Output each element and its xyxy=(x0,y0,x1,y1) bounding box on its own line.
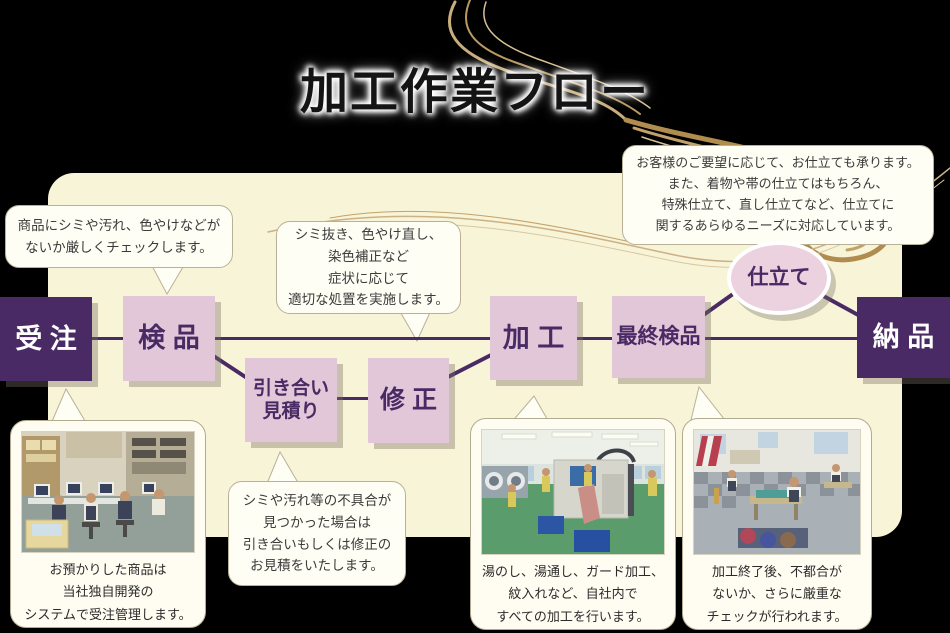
connector-saishu-nohin xyxy=(705,337,857,340)
flow-node-correction: 修 正 xyxy=(368,358,449,443)
processing-factory-photo xyxy=(481,429,665,555)
flow-node-label: 検 品 xyxy=(138,323,200,354)
connector-kako-saishu xyxy=(577,337,612,340)
inspection-photo-card: 加工終了後、不都合が ないか、さらに厳重な チェックが行われます。 xyxy=(682,418,872,630)
processing-photo-caption: 湯のし、湯通し、ガード加工、 紋入れなど、自社内で すべての加工を行います。 xyxy=(481,564,664,624)
estimate-callout: シミや汚れ等の不具合が 見つかった場合は 引き合いもしくは修正の お見積をいたし… xyxy=(228,481,406,586)
flow-node-inspection: 検 品 xyxy=(123,296,215,381)
order-photo-card: お預かりした商品は 当社独自開発の システムで受注管理します。 xyxy=(10,420,206,628)
page-title: 加工作業フロー xyxy=(299,66,650,119)
inspection-callout: 商品にシミや汚れ、色やけなどが ないか厳しくチェックします。 xyxy=(5,205,233,268)
inspection-photo-caption: 加工終了後、不都合が ないか、さらに厳重な チェックが行われます。 xyxy=(706,564,848,624)
flow-node-label: 納 品 xyxy=(872,322,935,353)
flow-node-order: 受 注 xyxy=(0,297,92,381)
flow-node-label: 最終検品 xyxy=(616,325,701,349)
final-inspection-photo xyxy=(693,429,861,555)
flow-node-label: 修 正 xyxy=(380,386,437,415)
flow-node-final-inspection: 最終検品 xyxy=(612,296,705,378)
flow-node-inquiry-estimate: 引き合い 見積り xyxy=(245,358,337,442)
flow-node-delivery: 納 品 xyxy=(857,297,950,378)
order-photo-caption: お預かりした商品は 当社独自開発の システムで受注管理します。 xyxy=(24,562,192,622)
correction-callout: シミ抜き、色やけ直し、 染色補正など 症状に応じて 適切な処置を実施します。 xyxy=(276,221,461,314)
flow-node-label: 引き合い 見積り xyxy=(252,377,329,422)
tailoring-callout: お客様のご要望に応じて、お仕立ても承ります。 また、着物や帯の仕立てはもちろん、… xyxy=(622,145,934,245)
flow-node-tailoring: 仕立て xyxy=(727,241,831,315)
connector-juchu-kenpin xyxy=(92,337,123,340)
flow-node-processing: 加 工 xyxy=(490,296,577,380)
processing-photo-card: 湯のし、湯通し、ガード加工、 紋入れなど、自社内で すべての加工を行います。 xyxy=(470,418,676,630)
connector-kenpin-kako xyxy=(215,337,490,340)
connector-hikiai-shusei xyxy=(337,397,368,400)
office-order-management-photo xyxy=(21,431,195,553)
flow-node-label: 加 工 xyxy=(502,322,565,353)
flow-node-label: 仕立て xyxy=(747,266,811,290)
flow-node-label: 受 注 xyxy=(15,323,77,354)
